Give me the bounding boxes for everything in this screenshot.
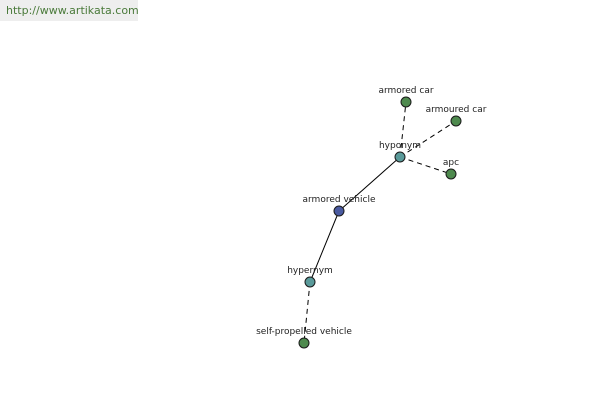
- node-label-armoured-car[interactable]: armoured car: [426, 105, 487, 115]
- node-armoured-car[interactable]: [450, 115, 462, 127]
- site-url-link[interactable]: http://www.artikata.com: [6, 4, 139, 17]
- node-label-center[interactable]: armored vehicle: [303, 195, 376, 205]
- graph-edges: [303, 101, 457, 344]
- graph-nodes: [298, 96, 462, 349]
- node-self-propelled-vehicle[interactable]: [298, 337, 310, 349]
- edge-hypernym-to-self-propelled-vehicle: [303, 281, 311, 344]
- node-hyponym[interactable]: [394, 151, 406, 163]
- node-hypernym[interactable]: [304, 276, 316, 288]
- node-armored-car[interactable]: [400, 96, 412, 108]
- edge-center-to-hypernym: [309, 210, 340, 283]
- graph-labels: armored vehicle hyponym hypernym armored ca…: [256, 86, 487, 337]
- edge-center-to-hyponym: [338, 156, 401, 212]
- node-center[interactable]: [333, 205, 345, 217]
- node-label-armored-car[interactable]: armored car: [378, 86, 433, 96]
- node-label-hyponym[interactable]: hyponym: [379, 141, 421, 151]
- edge-hyponym-to-armored-car: [399, 101, 407, 158]
- node-label-apc[interactable]: apc: [443, 158, 459, 168]
- node-label-self-propelled-vehicle[interactable]: self-propelled vehicle: [256, 327, 352, 337]
- node-label-hypernym[interactable]: hypernym: [287, 266, 333, 276]
- url-banner: http://www.artikata.com: [0, 0, 139, 21]
- edge-hyponym-to-armoured-car: [399, 120, 457, 158]
- node-apc[interactable]: [445, 168, 457, 180]
